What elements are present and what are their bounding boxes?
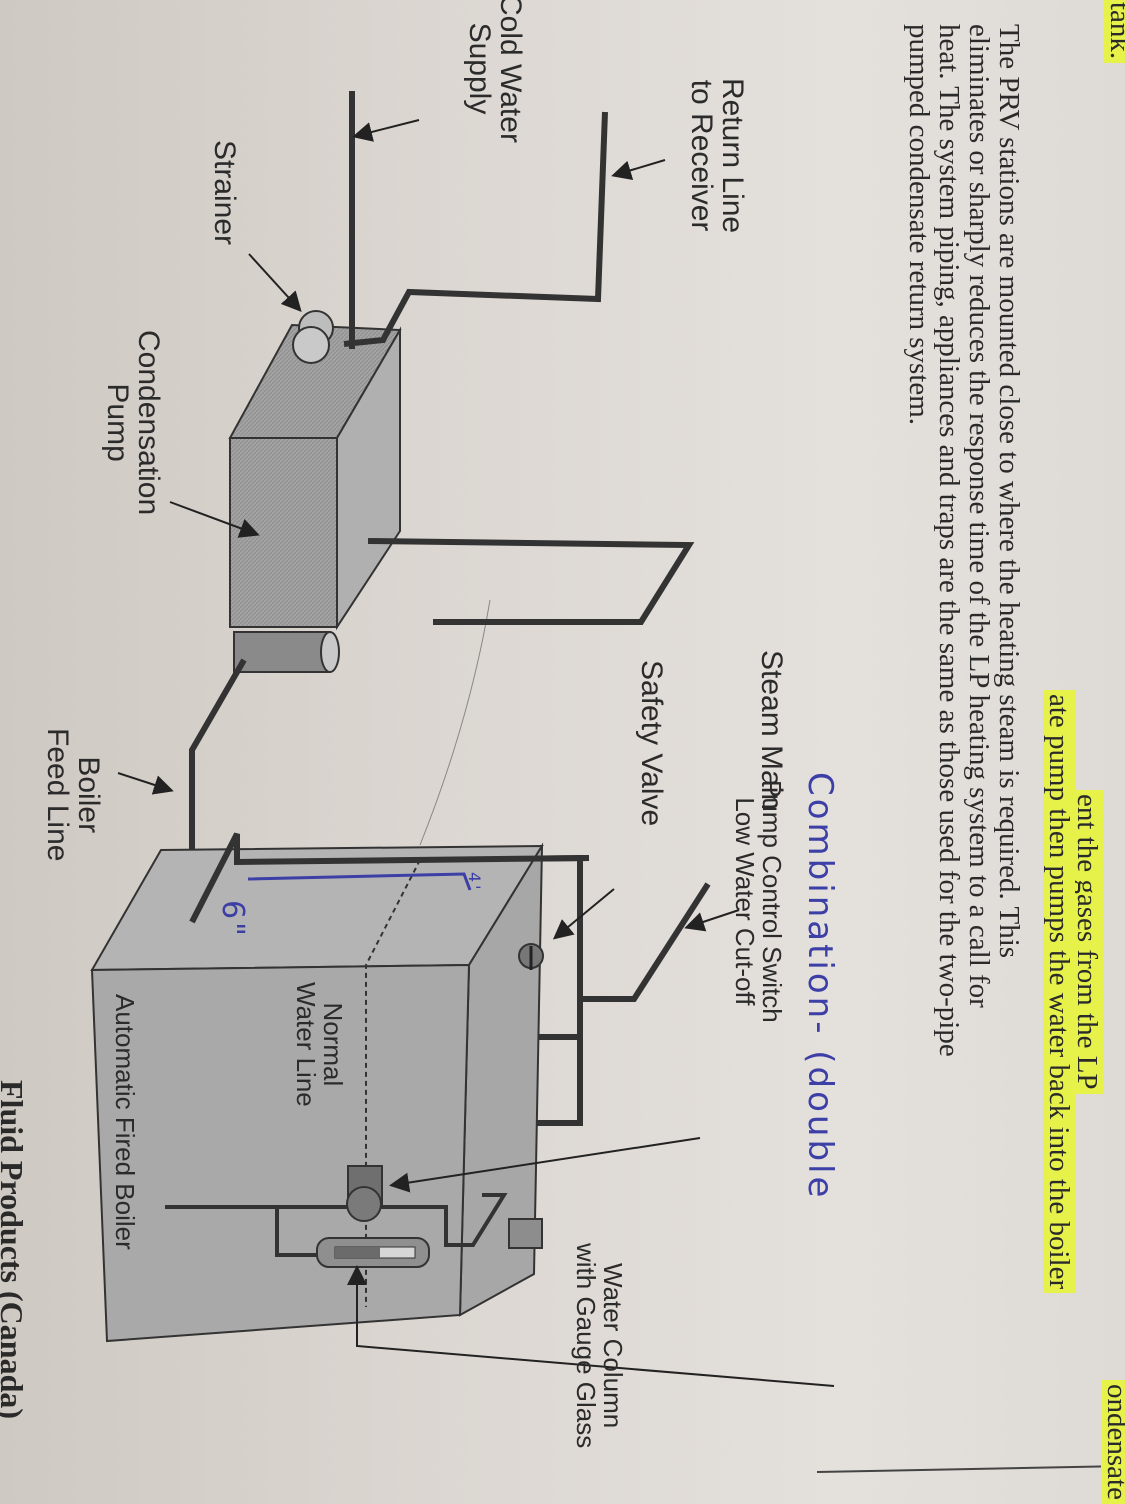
arrow-safety-valve — [552, 888, 615, 940]
body-paragraph: The PRV stations are mounted close to wh… — [903, 24, 1025, 1057]
gauge-glass — [316, 1237, 430, 1268]
label-return-line: Return Line to Receiver — [685, 78, 749, 234]
label-pump-control-switch: Pump Control Switch Low Water Cut-off — [730, 780, 787, 1023]
highlighted-fragment: tank. — [1104, 0, 1125, 64]
paragraph-line: eliminates or sharply reduces the respon… — [963, 24, 995, 1008]
arrow-condensation-pump — [169, 501, 260, 538]
safety-valve-icon — [518, 943, 544, 970]
paragraph-line: heat. The system piping, appliances and … — [933, 24, 965, 1057]
label-water-column: Water Column with Gauge Glass — [571, 1243, 628, 1449]
figure-credit: Fluid Products (Canada) — [0, 1080, 30, 1420]
pump-motor — [233, 631, 340, 673]
pencil-curve — [419, 599, 491, 846]
condensation-pump-tank — [228, 323, 402, 631]
handwritten-note: Combination- (double — [800, 772, 840, 1201]
arrow-cold-water — [352, 119, 420, 142]
pump-front-face — [229, 437, 338, 628]
label-cold-water-supply: Cold Water Supply — [463, 0, 527, 143]
water-column-pipe-front — [165, 1193, 508, 1247]
arrow-strainer — [248, 253, 302, 312]
steam-main-pipe — [580, 882, 711, 1002]
label-strainer: Strainer — [208, 140, 241, 246]
paragraph-line: pumped condensate return system. — [903, 24, 935, 426]
highlight-line-1: ondensate — [1101, 1380, 1125, 1504]
feed-pipe-over-boiler — [189, 832, 590, 924]
return-loop-pipe — [367, 538, 695, 625]
highlight-line-2: ent the gases from the LP — [1071, 790, 1103, 1094]
handwritten-depth-line — [247, 872, 472, 891]
label-boiler-feed-line: Boiler Feed Line — [41, 728, 105, 862]
boiler-bracket — [508, 1218, 543, 1249]
label-normal-water-line: Normal Water Line — [291, 982, 348, 1107]
arrow-boiler-feed — [117, 772, 174, 795]
arrow-return-line — [611, 159, 666, 180]
label-automatic-fired-boiler: Automatic Fired Boiler — [110, 994, 140, 1250]
pump-control-switch — [346, 1165, 383, 1222]
water-column-pipe-lower-front — [275, 1209, 321, 1257]
handwritten-depth: 6" — [215, 900, 250, 939]
handwritten-mark: 4' — [465, 872, 484, 893]
highlight-line-3: ate pump then pumps the water back into … — [1043, 690, 1075, 1294]
top-fragment: tank. — [1104, 0, 1125, 64]
arrow-pump-control — [389, 1137, 701, 1193]
strainer — [292, 310, 334, 364]
arrow-gauge-glass — [347, 1265, 835, 1387]
label-safety-valve: Safety Valve — [635, 660, 668, 827]
paragraph-line: The PRV stations are mounted close to wh… — [993, 24, 1025, 959]
boiler-front-face — [90, 963, 471, 1343]
boiler-top-face — [90, 844, 544, 972]
page-rule — [816, 1465, 1125, 1473]
return-line-pipe — [343, 111, 608, 347]
arrow-steam-main — [684, 909, 740, 932]
label-condensation-pump: Condensation Pump — [101, 330, 165, 516]
